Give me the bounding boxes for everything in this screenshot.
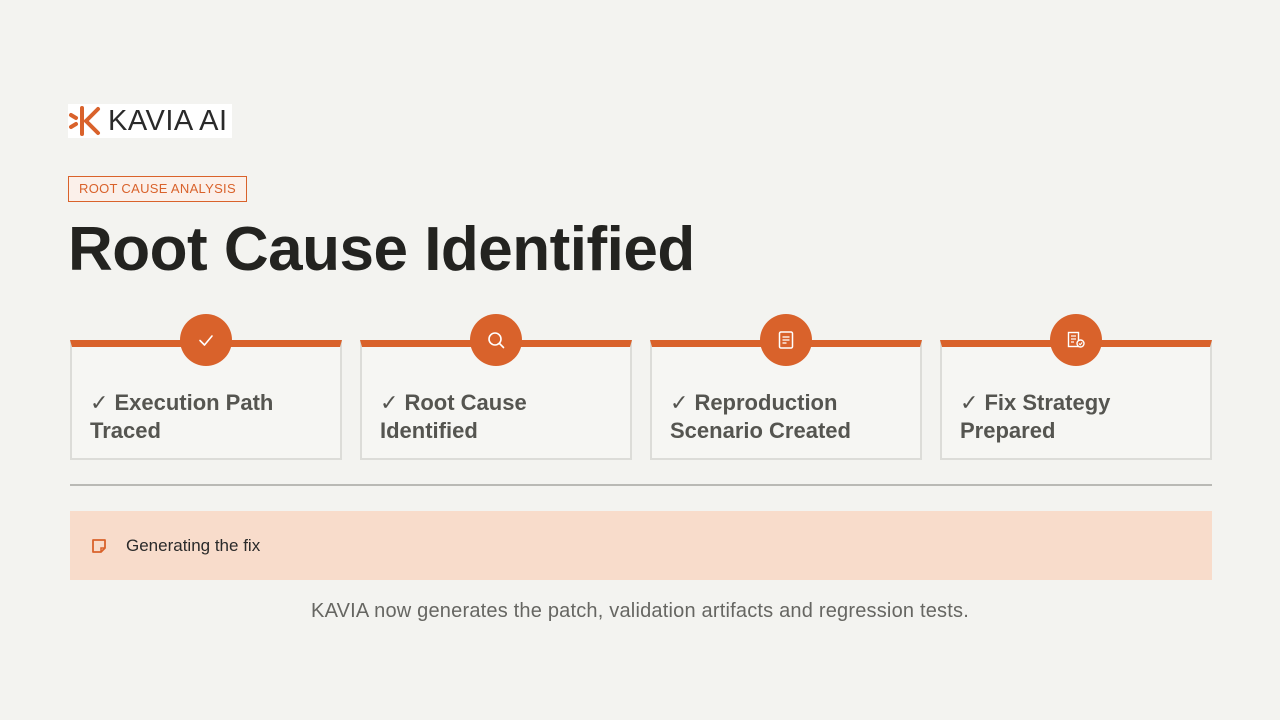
check-mark-icon: ✓: [670, 390, 689, 415]
status-text: Generating the fix: [126, 535, 261, 555]
check-mark-icon: ✓: [380, 390, 399, 415]
step-text: Root Cause Identified: [380, 390, 527, 443]
page-title: Root Cause Identified: [68, 215, 695, 284]
check-mark-icon: ✓: [960, 390, 979, 415]
status-banner: Generating the fix: [70, 511, 1212, 580]
step-text: Execution Path Traced: [90, 390, 274, 443]
section-divider: [70, 484, 1212, 486]
note-icon: [92, 538, 106, 553]
document-icon: [760, 314, 812, 366]
progress-steps: ✓Execution Path Traced ✓Root Cause Ident…: [70, 314, 1212, 462]
step-card-root-cause: ✓Root Cause Identified: [360, 340, 632, 460]
step-text: Reproduction Scenario Created: [670, 390, 851, 443]
section-tag: ROOT CAUSE ANALYSIS: [68, 176, 247, 202]
footer-description: KAVIA now generates the patch, validatio…: [311, 600, 969, 622]
strategy-icon: [1050, 314, 1102, 366]
step-label: ✓Fix Strategy Prepared: [960, 389, 1196, 445]
kavia-logo-icon: [69, 106, 100, 136]
brand-logo: KAVIA AI: [68, 104, 232, 138]
step-label: ✓Reproduction Scenario Created: [670, 389, 906, 445]
step-label: ✓Execution Path Traced: [90, 389, 326, 445]
check-mark-icon: ✓: [90, 390, 109, 415]
check-icon: [180, 314, 232, 366]
search-icon: [470, 314, 522, 366]
step-label: ✓Root Cause Identified: [380, 389, 616, 445]
brand-name: KAVIA AI: [108, 105, 228, 137]
step-text: Fix Strategy Prepared: [960, 390, 1111, 443]
